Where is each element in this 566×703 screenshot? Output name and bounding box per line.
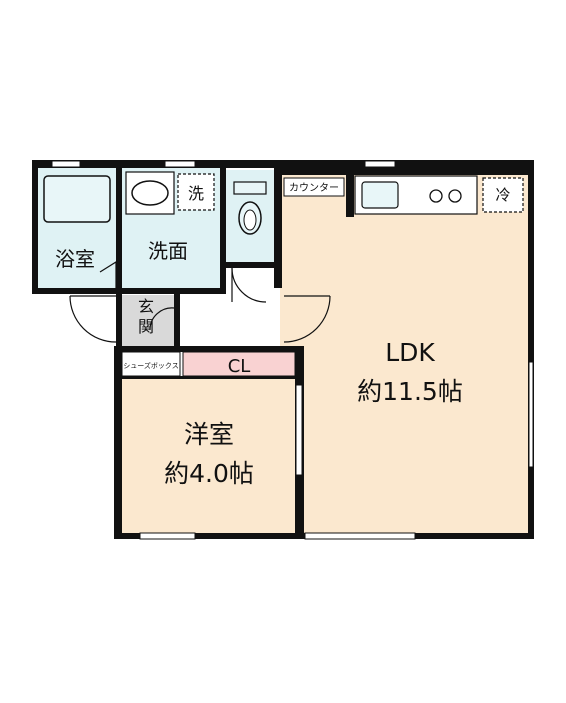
laundry-area [177, 173, 215, 211]
western-room-floor [122, 377, 300, 533]
counter-box [283, 177, 345, 197]
doors [69, 260, 331, 343]
ldk-name: LDK [385, 338, 435, 367]
ldk-floor [280, 175, 528, 533]
windows [51, 160, 534, 540]
counter-label: カウンター [289, 182, 339, 194]
western-room-size: 約4.0帖 [164, 459, 254, 488]
closet-outline [182, 351, 296, 377]
closet-label: CL [228, 356, 251, 377]
washroom-label: 洗面 [148, 239, 188, 263]
fridge-label: 冷 [495, 186, 510, 204]
bath-label: 浴室 [55, 247, 95, 271]
kitchen-sink [361, 181, 399, 209]
shoe-box-label: シューズボックス [123, 361, 178, 370]
stove [429, 189, 462, 203]
bathtub [43, 175, 111, 223]
toilet [233, 181, 267, 235]
shoe-box [121, 351, 181, 377]
fridge-space [482, 177, 524, 213]
washbasin [125, 171, 175, 215]
ldk-size: 約11.5帖 [357, 377, 463, 406]
entrance-label: 玄関 [138, 297, 154, 336]
laundry-label: 洗 [188, 184, 204, 203]
entrance-floor [122, 295, 174, 347]
western-room-name: 洋室 [184, 420, 234, 449]
